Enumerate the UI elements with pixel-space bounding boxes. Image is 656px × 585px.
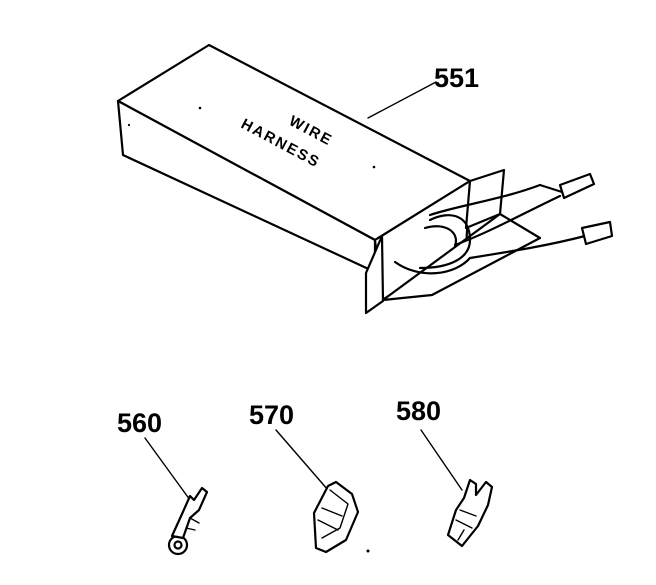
callout-560: 560 bbox=[117, 408, 162, 438]
wire-harness-package bbox=[116, 43, 614, 315]
leader-580 bbox=[420, 429, 463, 491]
leader-560 bbox=[144, 437, 191, 501]
leader-570 bbox=[275, 429, 329, 491]
callout-570: 570 bbox=[249, 400, 294, 430]
clip-terminal-part bbox=[312, 480, 360, 554]
stray-dot bbox=[366, 549, 370, 553]
leader-551 bbox=[367, 81, 437, 119]
spade-terminal-part bbox=[446, 478, 494, 548]
ring-terminal-part bbox=[167, 486, 209, 556]
callout-551: 551 bbox=[434, 63, 479, 93]
callout-580: 580 bbox=[396, 396, 441, 426]
